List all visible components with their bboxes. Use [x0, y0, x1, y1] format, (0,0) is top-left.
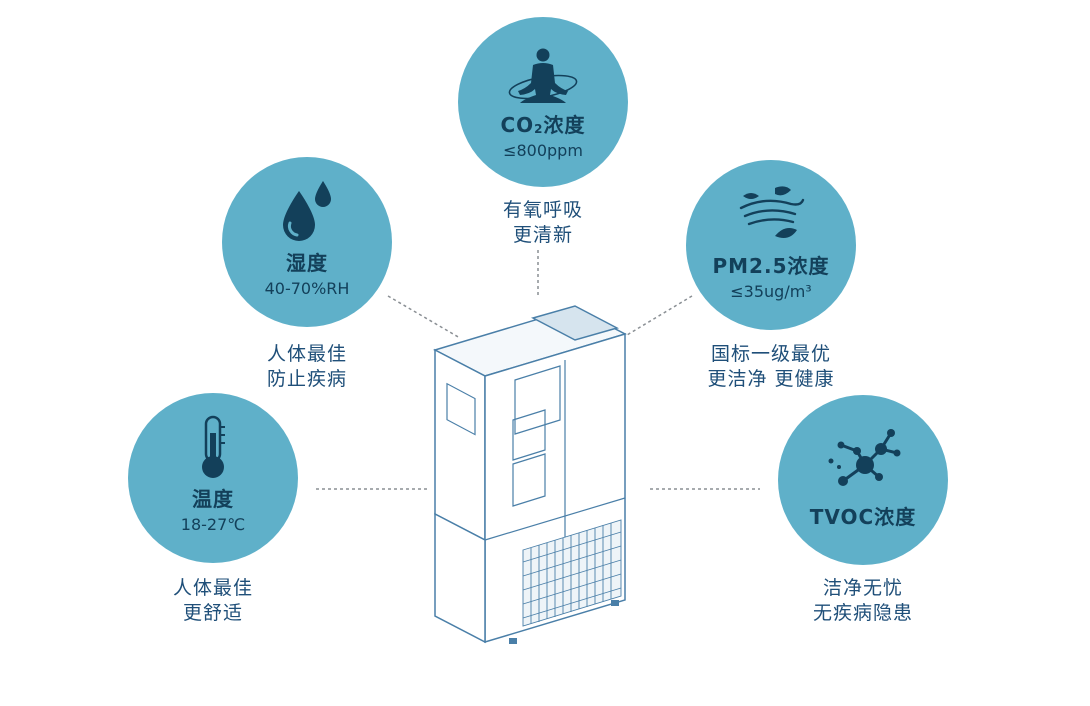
humidity-circle: 湿度 40-70%RH [222, 157, 392, 327]
tvoc-caption: 洁净无忧 无疾病隐患 [788, 576, 938, 626]
pm25-caption-line-1: 国标一级最优 [710, 343, 831, 365]
temperature-title: 温度 [192, 487, 234, 511]
molecule-icon [828, 429, 901, 486]
pm25-caption-line-2: 更洁净 更健康 [707, 368, 835, 390]
tvoc-caption-line-1: 洁净无忧 [822, 577, 903, 599]
pm25-title: PM2.5浓度 [712, 254, 830, 278]
wind-leaf-icon [739, 186, 805, 238]
air-handling-unit-illustration [433, 305, 627, 644]
humidity-value: 40-70%RH [264, 279, 350, 298]
humidity-title: 湿度 [286, 251, 328, 275]
humidity-caption-line-1: 人体最佳 [266, 343, 347, 365]
co2-caption-line-1: 有氧呼吸 [502, 199, 583, 221]
co2-title-suffix: 浓度 [543, 113, 586, 137]
temperature-caption-line-1: 人体最佳 [172, 577, 253, 599]
co2-title-prefix: CO [500, 113, 535, 137]
pm25-circle: PM2.5浓度 ≤35ug/m³ [686, 160, 856, 330]
humidity-caption: 人体最佳 防止疾病 [232, 342, 382, 392]
connector-pm25 [621, 295, 693, 339]
co2-value: ≤800ppm [503, 141, 583, 160]
water-drop-icon [283, 181, 331, 241]
temperature-circle: 温度 18-27℃ [128, 393, 298, 563]
tvoc-circle: TVOC浓度 [778, 395, 948, 565]
temperature-caption: 人体最佳 更舒适 [138, 576, 288, 626]
meditation-icon [508, 48, 578, 103]
tvoc-title: TVOC浓度 [809, 505, 917, 529]
pm25-caption: 国标一级最优 更洁净 更健康 [681, 342, 861, 392]
pm25-value: ≤35ug/m³ [730, 282, 812, 301]
tvoc-caption-line-2: 无疾病隐患 [812, 602, 913, 624]
connector-humidity [387, 295, 461, 339]
co2-circle: CO2浓度 ≤800ppm [458, 17, 628, 187]
humidity-caption-line-2: 防止疾病 [266, 368, 347, 390]
thermometer-icon [202, 415, 225, 478]
co2-caption: 有氧呼吸 更清新 [463, 198, 623, 248]
temperature-value: 18-27℃ [180, 515, 246, 534]
co2-title-subscript: 2 [534, 122, 544, 136]
co2-caption-line-2: 更清新 [512, 224, 573, 246]
temperature-caption-line-2: 更舒适 [182, 602, 243, 624]
